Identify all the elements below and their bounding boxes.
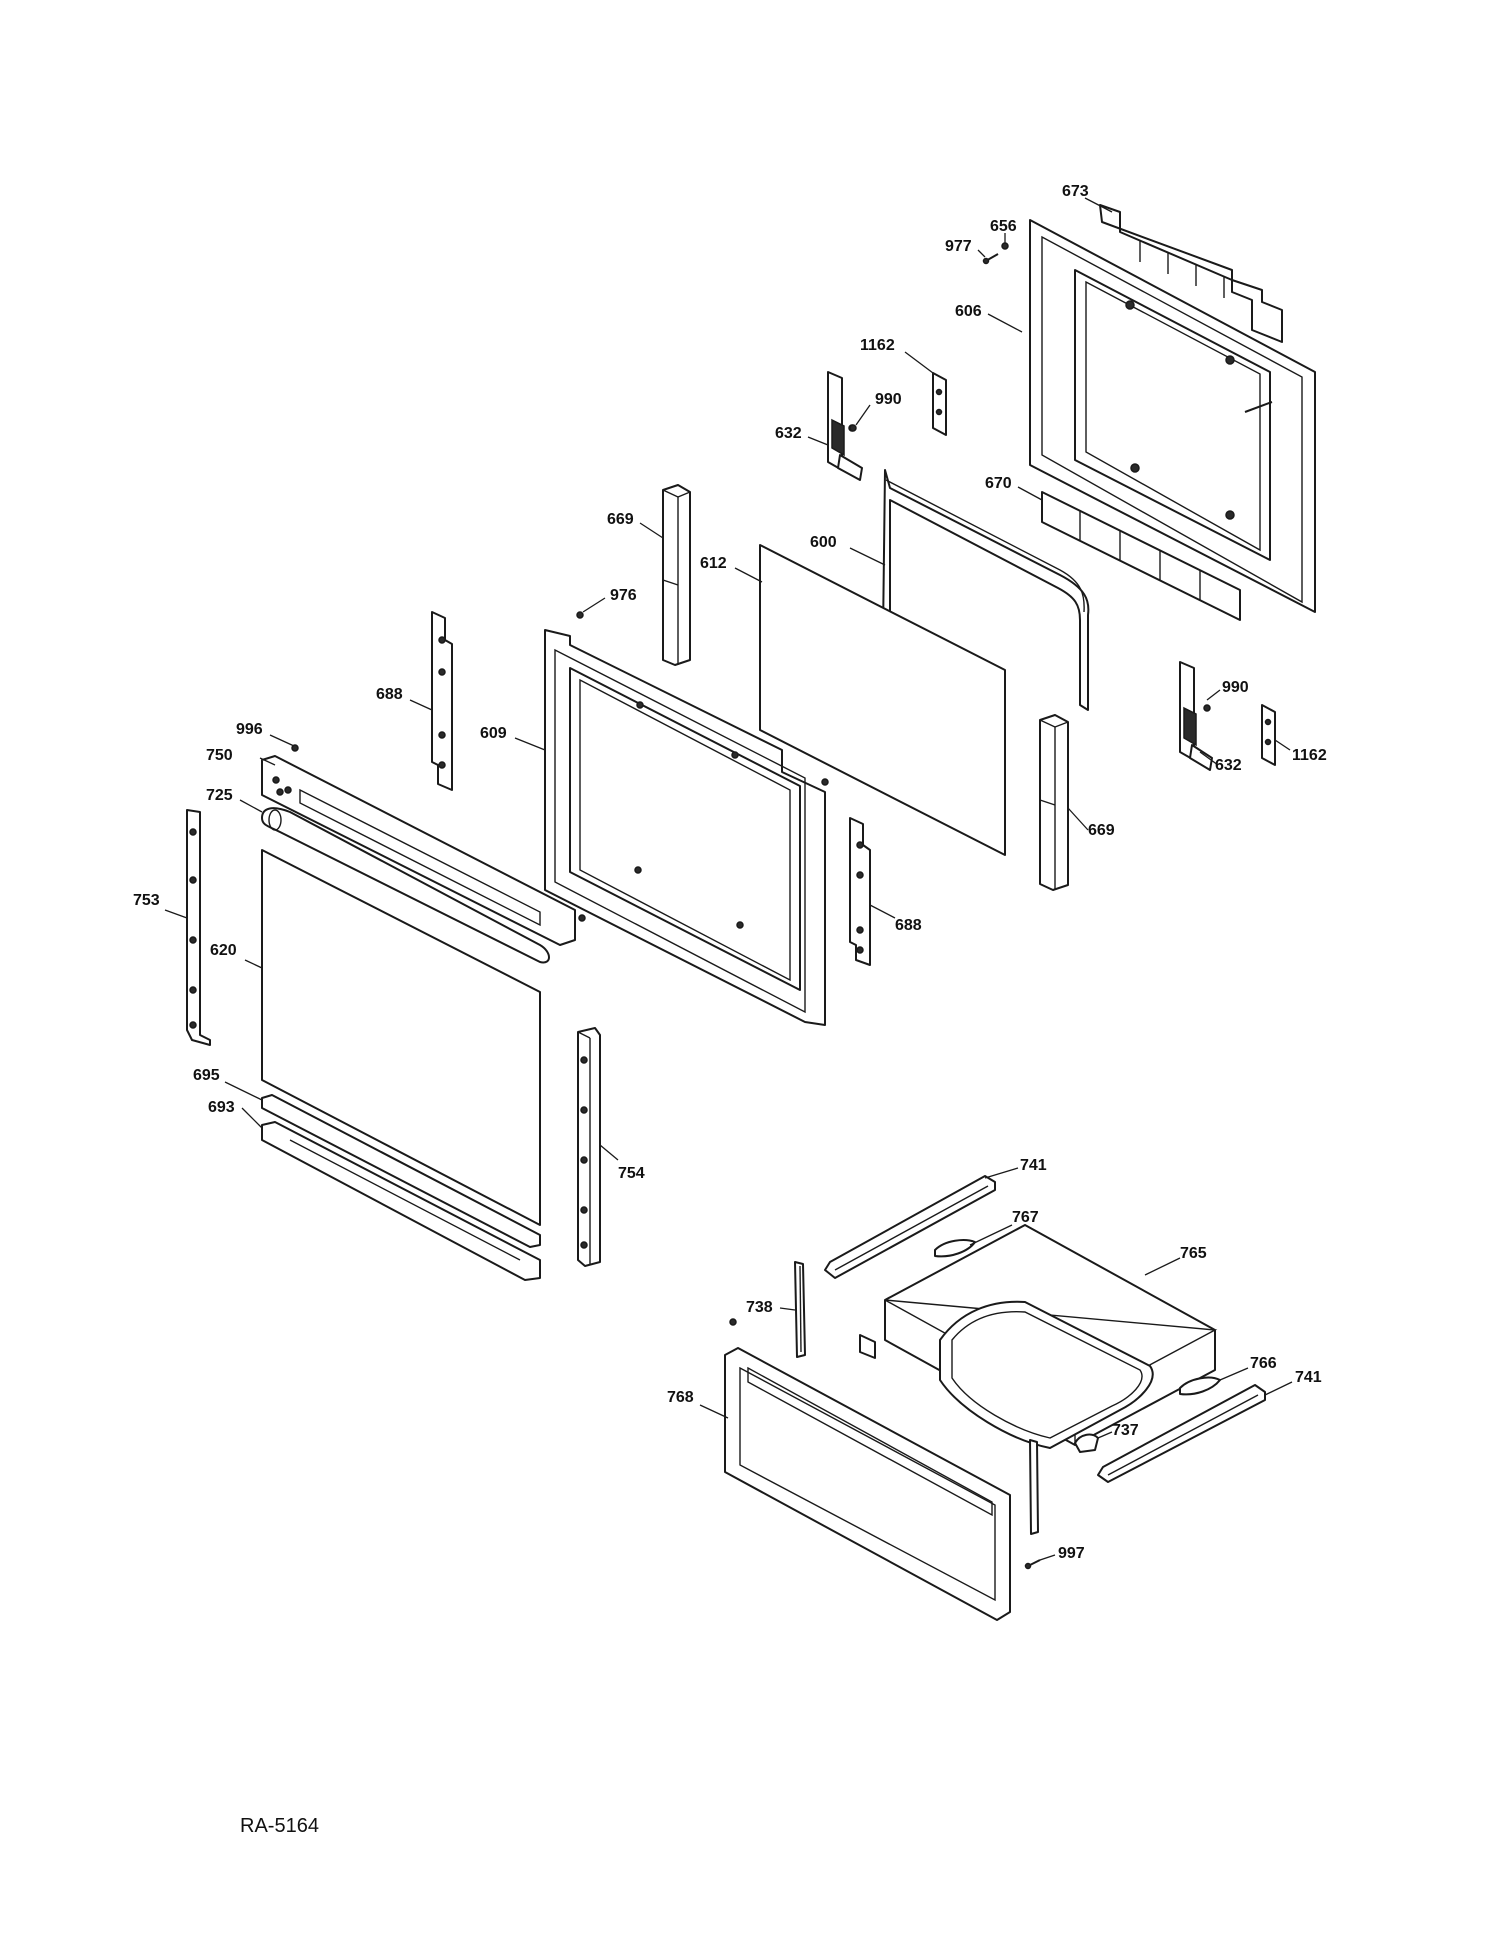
part-741-drawer-rail-lower [1097,1384,1266,1483]
part-600-door-gasket [881,469,1090,721]
callout-656: 656 [990,218,1017,235]
callout-labels: 673 656 977 606 1162 990 632 670 669 600… [133,183,1327,1562]
callout-990-upper: 990 [875,391,902,408]
part-725-door-handle [261,807,550,964]
part-737-drawer-bumper [1074,1433,1099,1453]
leader-lines [164,197,1293,1561]
callout-1162-lower: 1162 [1292,747,1327,764]
part-656-nut [1001,242,1009,250]
part-738-drawer-slide-right [1029,1439,1039,1535]
part-695-bottom-trim [261,1094,541,1248]
part-750-door-trim [261,755,586,946]
part-753-side-channel-left [186,809,211,1046]
callout-768: 768 [667,1389,694,1406]
callout-976: 976 [610,587,637,604]
callout-688-upper: 688 [376,686,403,703]
part-632-hinge-upper [827,371,863,481]
callout-997: 997 [1058,1545,1085,1562]
callout-767: 767 [1012,1209,1039,1226]
part-669-insulation-column-upper [662,484,691,666]
callout-725: 725 [206,787,233,804]
part-688-bracket-lower [849,817,871,966]
callout-670: 670 [985,475,1012,492]
part-996-screw [291,744,299,752]
part-screw-left [729,1318,737,1326]
part-688-bracket-upper [431,611,453,791]
callout-990-lower: 990 [1222,679,1249,696]
part-990-screw-upper [849,424,857,432]
callout-600: 600 [810,534,837,551]
callout-977: 977 [945,238,972,255]
part-669-insulation-column-lower [1039,714,1069,891]
callout-620: 620 [210,942,237,959]
part-990-screw-lower [1203,704,1211,712]
callout-996: 996 [236,721,263,738]
callout-632-lower: 632 [1215,757,1242,774]
part-768-drawer-front [724,1347,1011,1621]
part-670-insulation [1041,491,1241,621]
part-976-screw [576,611,584,619]
callout-766: 766 [1250,1355,1277,1372]
part-606-inner-door-liner [1029,219,1316,613]
part-1162-hinge-receptacle-lower [1261,704,1276,766]
callout-688-lower: 688 [895,917,922,934]
callout-606: 606 [955,303,982,320]
part-765-drawer-body [884,1224,1218,1449]
callout-669-lower: 669 [1088,822,1115,839]
callout-1162-upper: 1162 [860,337,895,354]
drawing-code: RA-5164 [240,1815,319,1837]
part-609-door-frame [544,629,829,1026]
part-620-outer-glass [261,849,541,1226]
callout-612: 612 [700,555,727,572]
part-741-drawer-rail-upper [824,1175,996,1279]
callout-765: 765 [1180,1245,1207,1262]
part-766-drawer-roller [1179,1376,1221,1396]
callout-750: 750 [206,747,233,764]
callout-753: 753 [133,892,160,909]
callout-741-lower: 741 [1295,1369,1322,1386]
part-632-hinge-lower [1179,661,1213,771]
part-977-screw [982,253,999,265]
callout-609: 609 [480,725,507,742]
callout-673: 673 [1062,183,1089,200]
part-roller-left [859,1334,876,1359]
callout-669-upper: 669 [607,511,634,528]
part-997-screw [1024,1559,1041,1570]
callout-754: 754 [618,1165,645,1182]
part-612-glass-panel [759,544,1006,856]
part-738-drawer-slide-left [794,1261,806,1358]
callout-737: 737 [1112,1422,1139,1439]
part-693-bottom-channel [261,1121,541,1281]
part-754-side-channel-right [577,1027,601,1267]
callout-738: 738 [746,1299,773,1316]
callout-741-upper: 741 [1020,1157,1047,1174]
part-673-insulation [1099,204,1283,343]
part-1162-hinge-receptacle-upper [932,372,947,436]
callout-632-upper: 632 [775,425,802,442]
callout-695: 695 [193,1067,220,1084]
callout-693: 693 [208,1099,235,1116]
